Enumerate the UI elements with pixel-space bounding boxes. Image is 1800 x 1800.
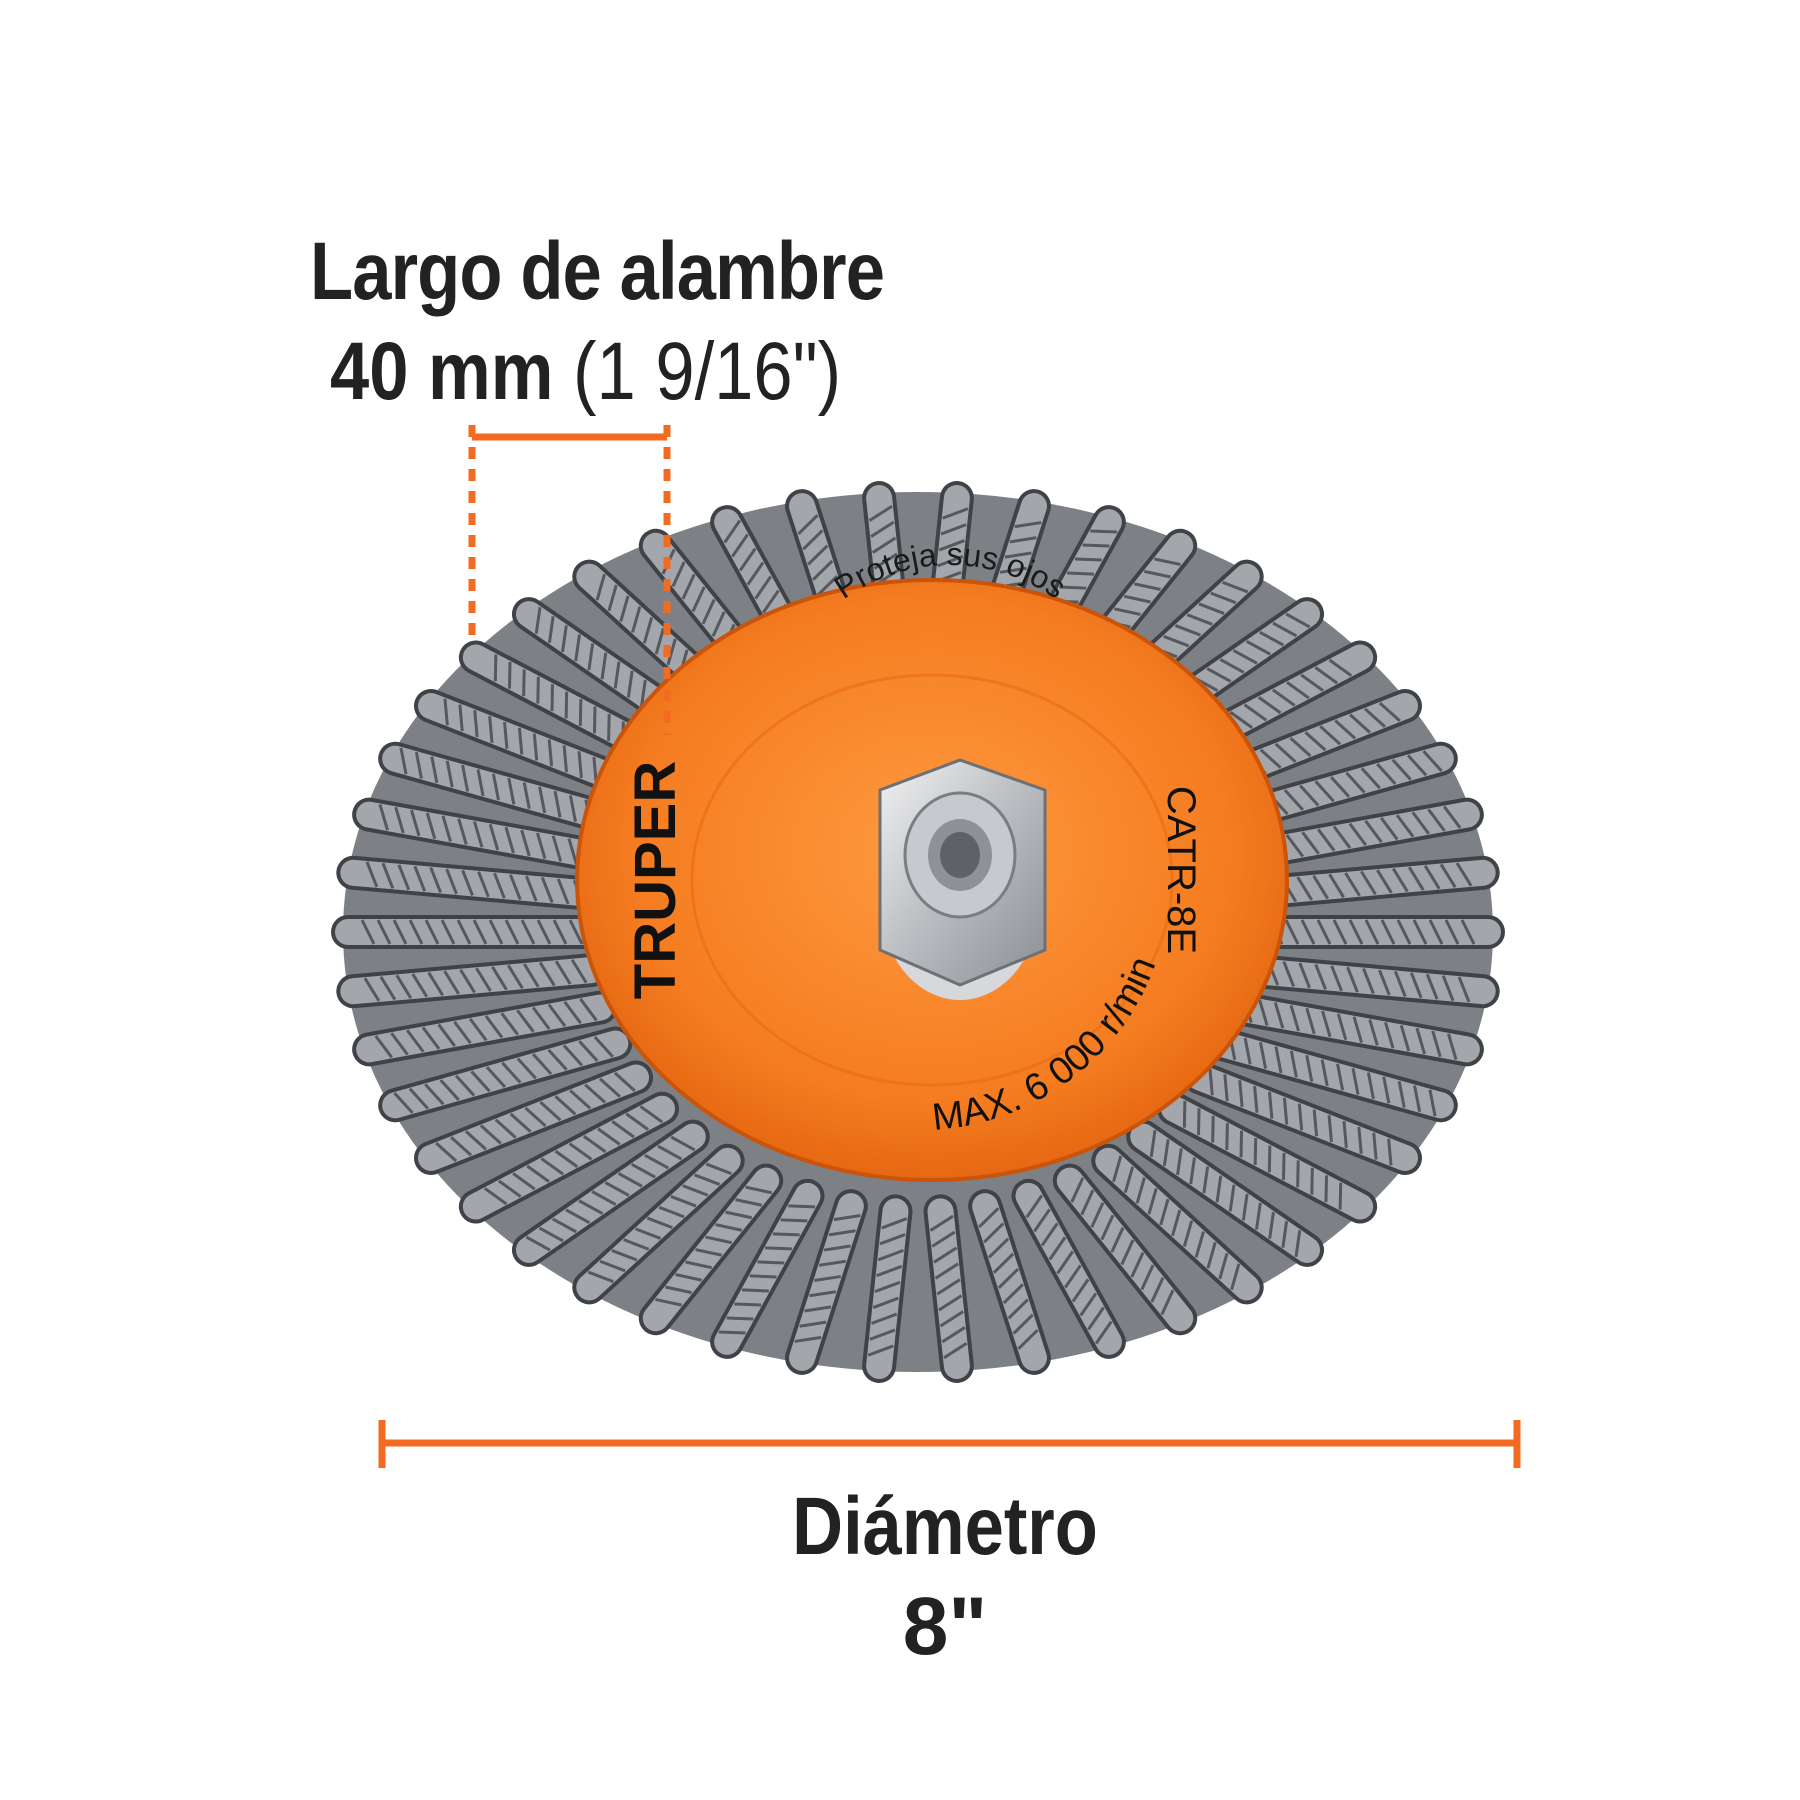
- wire-tuft: [1227, 953, 1500, 1009]
- wire-tuft: [1182, 1060, 1423, 1176]
- wire-tuft: [638, 1163, 784, 1336]
- wire-tuft: [1126, 1119, 1325, 1267]
- wire-tuft: [1156, 1091, 1378, 1224]
- wire-tuft: [862, 1194, 913, 1383]
- hub-brand-logo: TRUPER: [623, 761, 688, 999]
- wire-tuft: [1203, 1026, 1458, 1123]
- wire-tuft: [1218, 990, 1484, 1067]
- wire-length-in: (1 9/16"): [573, 326, 842, 417]
- wire-tuft: [378, 1026, 633, 1123]
- diameter-value: 8": [902, 1581, 988, 1672]
- wire-tuft: [458, 1091, 680, 1224]
- wire-tuft: [511, 1119, 710, 1267]
- wire-length-mm: 40 mm: [330, 326, 554, 417]
- wire-length-dimension: [468, 425, 671, 735]
- wire-tuft: [785, 1189, 868, 1375]
- wire-tuft: [1052, 1163, 1198, 1336]
- wire-tuft: [1091, 1143, 1264, 1305]
- wire-tuft: [336, 953, 609, 1009]
- wire-tuft: [968, 1189, 1051, 1375]
- wire-tuft: [923, 1194, 974, 1383]
- wire-length-label: Largo de alambre: [310, 226, 885, 317]
- wire-tuft: [413, 1060, 654, 1176]
- hex-nut-icon: [878, 758, 1047, 1000]
- wire-tuft: [331, 915, 605, 949]
- diameter-label: Diámetro: [792, 1481, 1098, 1572]
- wire-tuft: [1011, 1178, 1126, 1359]
- wire-length-value: 40 mm (1 9/16"): [330, 325, 841, 419]
- hub-model-text: CATR-8E: [1159, 786, 1203, 954]
- wire-tuft: [352, 990, 618, 1067]
- diameter-dimension: [378, 1420, 1521, 1468]
- wire-tuft: [336, 855, 609, 911]
- wire-tuft: [710, 1178, 825, 1359]
- wire-tuft: [572, 1143, 745, 1305]
